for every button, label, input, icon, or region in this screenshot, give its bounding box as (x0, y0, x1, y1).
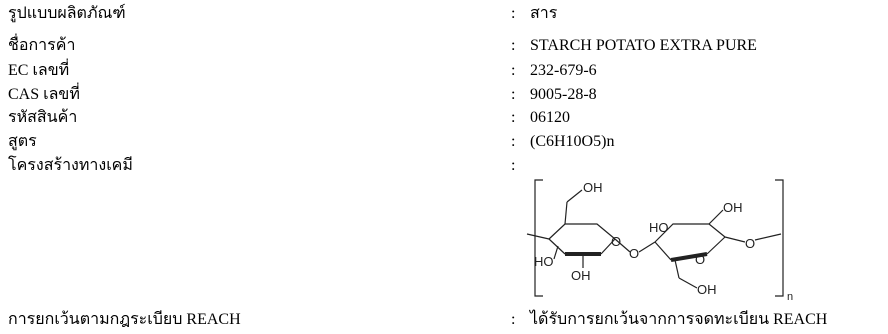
reach-exemption-value: ได้รับการยกเว้นจากการจดทะเบียน REACH (530, 311, 828, 328)
bond (708, 209, 724, 225)
row-reach-exemption: การยกเว้นตามกฎระเบียบ REACH : ได้รับการย… (0, 309, 888, 331)
chemical-structure-label: โครงสร้างทางเคมี (8, 157, 133, 174)
atom-label: HO (649, 220, 669, 235)
ring-edge (654, 223, 726, 243)
bond (724, 236, 746, 243)
product-form-label: รูปแบบผลิตภัณฑ์ (8, 5, 126, 22)
atom-label: O (745, 236, 755, 251)
colon-separator: : (511, 62, 516, 79)
atom-label: OH (571, 268, 591, 283)
row-cas-number: CAS เลขที่ : 9005-28-8 (0, 84, 888, 106)
right-bracket (775, 179, 784, 297)
atom-label: O (629, 246, 639, 261)
chemical-structure-diagram: OH HO OH O O HO OH O (525, 172, 815, 302)
ring-edge-bold (670, 252, 708, 262)
bond (674, 259, 680, 279)
colon-separator: : (511, 37, 516, 54)
product-form-value: สาร (530, 5, 558, 22)
bond (566, 189, 583, 203)
ring-edge (654, 241, 672, 261)
bond (526, 233, 550, 240)
trade-name-value: STARCH POTATO EXTRA PURE (530, 37, 757, 54)
ring-edge (706, 236, 726, 255)
colon-separator: : (511, 133, 516, 150)
bond (754, 233, 782, 241)
colon-separator: : (511, 86, 516, 103)
ring-edge (548, 223, 616, 240)
atom-label: OH (723, 200, 743, 215)
atom-label: HO (534, 254, 554, 269)
starch-structure-svg: OH HO OH O O HO OH O (526, 179, 793, 302)
colon-separator: : (511, 311, 516, 328)
formula-value: (C6H10O5)n (530, 133, 615, 150)
row-product-form: รูปแบบผลิตภัณฑ์ : สาร (0, 3, 888, 25)
product-code-label: รหัสสินค้า (8, 109, 78, 126)
row-chemical-structure: โครงสร้างทางเคมี : (0, 155, 888, 177)
bond (553, 245, 559, 260)
row-formula: สูตร : (C6H10O5)n (0, 131, 888, 153)
ec-number-value: 232-679-6 (530, 62, 597, 79)
ring-edge (548, 238, 566, 255)
atom-label: O (695, 252, 705, 267)
bond (614, 238, 631, 253)
atom-label: OH (583, 180, 603, 195)
ec-number-label: EC เลขที่ (8, 62, 70, 79)
left-bracket (534, 179, 543, 297)
cas-number-value: 9005-28-8 (530, 86, 597, 103)
reach-exemption-label: การยกเว้นตามกฎระเบียบ REACH (8, 311, 241, 328)
bond (638, 241, 656, 253)
row-trade-name: ชื่อการค้า : STARCH POTATO EXTRA PURE (0, 35, 888, 57)
bond (564, 201, 568, 225)
colon-separator: : (511, 5, 516, 22)
subscript-n: n (787, 291, 793, 302)
atom-label: O (611, 234, 621, 249)
trade-name-label: ชื่อการค้า (8, 37, 76, 54)
cas-number-label: CAS เลขที่ (8, 86, 80, 103)
colon-separator: : (511, 157, 516, 174)
atom-label: OH (697, 282, 717, 297)
bond (678, 277, 698, 289)
row-product-code: รหัสสินค้า : 06120 (0, 107, 888, 129)
row-ec-number: EC เลขที่ : 232-679-6 (0, 60, 888, 82)
formula-label: สูตร (8, 133, 37, 150)
product-code-value: 06120 (530, 109, 570, 126)
ring-edge (600, 238, 616, 255)
colon-separator: : (511, 109, 516, 126)
